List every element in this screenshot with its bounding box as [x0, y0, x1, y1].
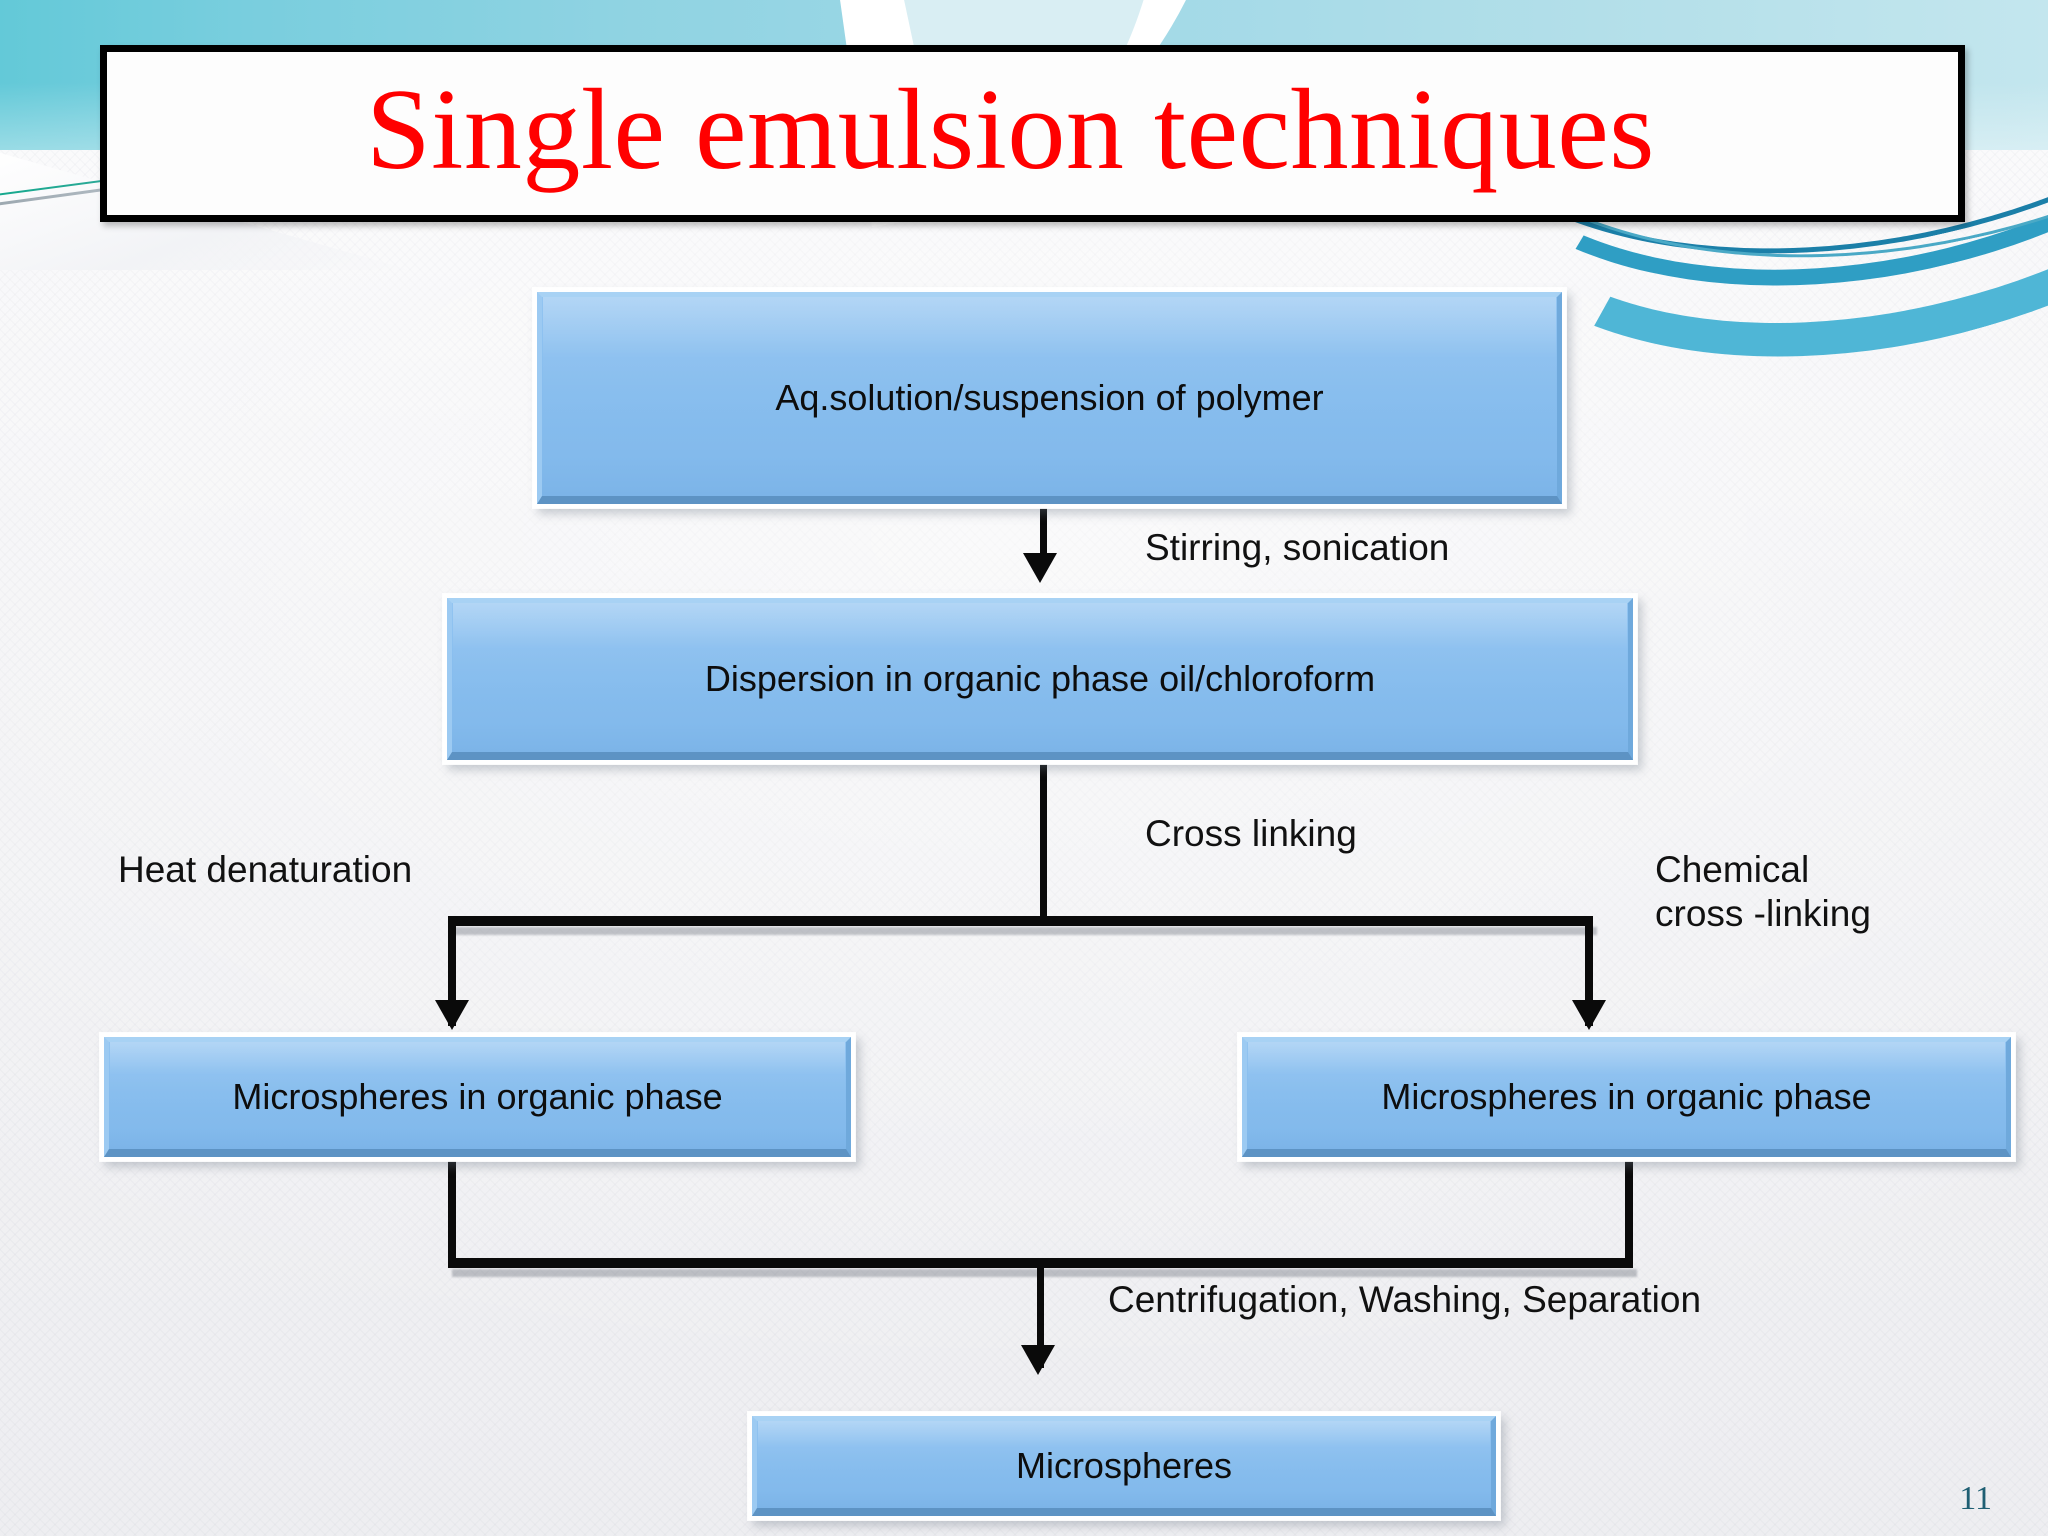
flow-box-label: Aq.solution/suspension of polymer	[775, 377, 1324, 418]
edge-label-centrifugation: Centrifugation, Washing, Separation	[1108, 1279, 1702, 1320]
edge-label-cross-linking: Cross linking	[1145, 813, 1357, 854]
flow-box-label: Dispersion in organic phase oil/chlorofo…	[704, 658, 1376, 699]
edge-label-stirring: Stirring, sonication	[1145, 527, 1450, 568]
edge-label-chemical-line2: cross -linking	[1655, 892, 1871, 934]
flow-box-label: Microspheres in organic phase	[232, 1076, 723, 1117]
arrowhead-down-to-micro-left	[435, 1000, 469, 1030]
page-number: 11	[1959, 1480, 1992, 1517]
connector-merge-to-microspheres	[1037, 1258, 1044, 1368]
branch-horizontal-bar	[448, 916, 1593, 926]
connector-micro-right-to-merge	[1625, 1161, 1633, 1265]
flow-box-microspheres-organic-left[interactable]: Microspheres in organic phase	[100, 1033, 855, 1161]
edge-label-chemical-cross-linking: Chemical cross -linking	[1655, 848, 1955, 935]
arrowhead-down-to-dispersion	[1023, 553, 1057, 583]
flow-box-label: Microspheres	[1015, 1445, 1233, 1486]
merge-bar-shadow	[452, 1269, 1637, 1277]
edge-label-chemical-line1: Chemical	[1655, 849, 1810, 890]
flow-box-dispersion[interactable]: Dispersion in organic phase oil/chlorofo…	[443, 594, 1637, 764]
flow-box-polymer[interactable]: Aq.solution/suspension of polymer	[533, 288, 1566, 508]
connector-branch-to-micro-left	[448, 916, 456, 1026]
connector-polymer-to-dispersion	[1040, 508, 1047, 560]
arrowhead-down-to-microspheres	[1021, 1345, 1055, 1375]
connector-micro-left-to-merge	[448, 1161, 456, 1265]
flow-box-microspheres-final[interactable]: Microspheres	[748, 1412, 1500, 1520]
flow-box-label: Microspheres in organic phase	[1381, 1076, 1872, 1117]
page-title: Single emulsion techniques	[366, 65, 1655, 194]
arrowhead-down-to-micro-right	[1572, 1000, 1606, 1030]
connector-branch-to-micro-right	[1585, 916, 1593, 1026]
title-box: Single emulsion techniques	[100, 45, 1965, 222]
edge-label-heat-denaturation: Heat denaturation	[118, 849, 413, 890]
connector-dispersion-to-branch	[1040, 764, 1047, 922]
branch-bar-shadow	[452, 927, 1597, 935]
flow-box-microspheres-organic-right[interactable]: Microspheres in organic phase	[1238, 1033, 2015, 1161]
